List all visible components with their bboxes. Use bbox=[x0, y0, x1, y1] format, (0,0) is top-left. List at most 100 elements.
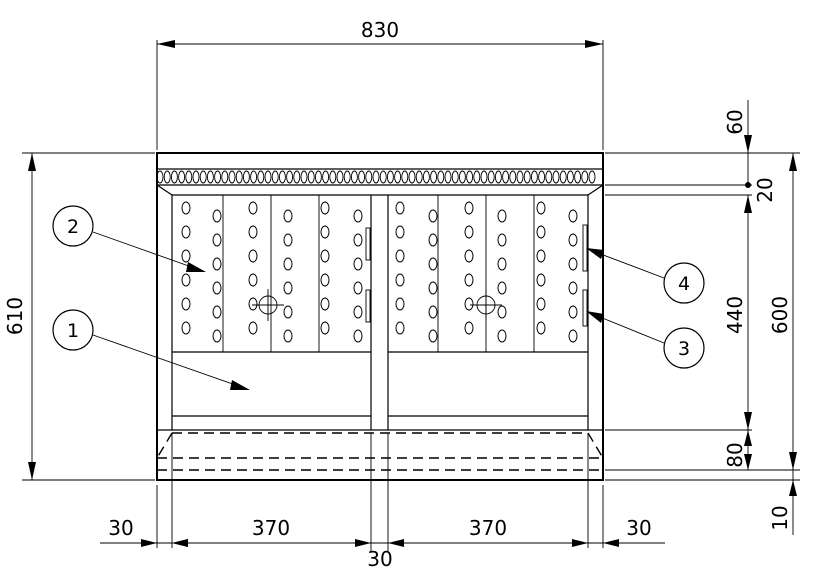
perforation-hole bbox=[395, 297, 405, 311]
rail-scallop bbox=[509, 170, 517, 184]
dim-top-band: 60 bbox=[723, 100, 752, 185]
rail-scallop bbox=[516, 170, 524, 184]
rail-scallop bbox=[372, 170, 380, 184]
rail-scallop bbox=[178, 170, 186, 184]
rail-scallop bbox=[523, 170, 531, 184]
perforation-hole bbox=[181, 321, 191, 335]
rail-scallop bbox=[415, 170, 423, 184]
perforation-hole bbox=[395, 273, 405, 287]
perforation-hole bbox=[248, 321, 258, 335]
callout-label-3: 3 bbox=[678, 338, 690, 360]
rail-scallop bbox=[379, 170, 387, 184]
perforation-hole bbox=[212, 233, 222, 247]
rail-scallop bbox=[214, 170, 222, 184]
callout-label-2: 2 bbox=[67, 216, 79, 238]
callout-label-4: 4 bbox=[678, 273, 690, 295]
rail-scallop bbox=[358, 170, 366, 184]
perforation-hole bbox=[464, 273, 474, 287]
perforation-hole bbox=[464, 321, 474, 335]
perforation-hole bbox=[212, 281, 222, 295]
perforation-hole bbox=[248, 249, 258, 263]
perforation-hole bbox=[536, 201, 546, 215]
perforation-hole bbox=[568, 281, 578, 295]
dim-bottom-gap: 10 bbox=[768, 470, 797, 535]
dim-overall-width: 830 bbox=[156, 18, 604, 150]
rail-scallop bbox=[494, 170, 502, 184]
perforation-hole bbox=[181, 273, 191, 287]
perforation-holes bbox=[181, 201, 578, 343]
perforation-hole bbox=[181, 297, 191, 311]
rail-scallop bbox=[206, 170, 214, 184]
perforation-hole bbox=[320, 321, 330, 335]
rail-scallop bbox=[228, 170, 236, 184]
perforation-hole bbox=[283, 257, 293, 271]
perforation-hole bbox=[536, 321, 546, 335]
perforation-hole bbox=[568, 305, 578, 319]
perforation-hole bbox=[536, 297, 546, 311]
dim-label-center-post: 30 bbox=[367, 547, 392, 571]
handle-slots bbox=[365, 224, 588, 327]
perforation-hole bbox=[428, 209, 438, 223]
dim-label-600: 600 bbox=[768, 296, 792, 334]
rail-scallop bbox=[458, 170, 466, 184]
perforation-hole bbox=[320, 249, 330, 263]
rail-scallop bbox=[538, 170, 546, 184]
rail-scallop bbox=[185, 170, 193, 184]
rail-scallop bbox=[343, 170, 351, 184]
rail-scallop bbox=[250, 170, 258, 184]
perforation-hole bbox=[568, 209, 578, 223]
callout-1: 1 bbox=[52, 309, 250, 390]
perforation-hole bbox=[395, 225, 405, 239]
rail-scallop bbox=[552, 170, 560, 184]
rail-scallop bbox=[314, 170, 322, 184]
dim-base-height: 80 bbox=[723, 430, 752, 470]
rail-scallop bbox=[480, 170, 488, 184]
rail-scallop bbox=[170, 170, 178, 184]
perforation-hole bbox=[568, 233, 578, 247]
shelf-dividers bbox=[222, 195, 535, 352]
rail-scallop bbox=[336, 170, 344, 184]
rail-scallop bbox=[156, 170, 164, 184]
perforation-hole bbox=[353, 305, 363, 319]
rail-scallop bbox=[430, 170, 438, 184]
perforation-hole bbox=[428, 281, 438, 295]
callout-label-1: 1 bbox=[67, 320, 79, 342]
rail-scallop bbox=[451, 170, 459, 184]
dim-inner-height: 440 bbox=[723, 195, 752, 430]
dim-label-60: 60 bbox=[723, 109, 747, 134]
rail-scallop bbox=[221, 170, 229, 184]
rail-scallop bbox=[408, 170, 416, 184]
center-mark-right bbox=[470, 289, 502, 321]
rail-scallop bbox=[163, 170, 171, 184]
rail-scallop bbox=[545, 170, 553, 184]
rail-scallop bbox=[581, 170, 589, 184]
perforation-hole bbox=[497, 233, 507, 247]
perforation-hole bbox=[497, 329, 507, 343]
dim-label-440: 440 bbox=[723, 296, 747, 334]
perforation-hole bbox=[283, 329, 293, 343]
rail-scallop bbox=[242, 170, 250, 184]
perforation-hole bbox=[428, 257, 438, 271]
rail-scallop bbox=[559, 170, 567, 184]
top-rail-scallops bbox=[156, 170, 596, 184]
perforation-hole bbox=[353, 233, 363, 247]
rail-scallop bbox=[437, 170, 445, 184]
perforation-hole bbox=[248, 297, 258, 311]
rail-scallop bbox=[192, 170, 200, 184]
perforation-hole bbox=[395, 201, 405, 215]
base-dashed bbox=[156, 432, 604, 471]
rail-scallop bbox=[502, 170, 510, 184]
perforation-hole bbox=[283, 305, 293, 319]
perforation-hole bbox=[568, 257, 578, 271]
callout-3: 3 bbox=[586, 311, 705, 369]
rail-scallop bbox=[473, 170, 481, 184]
rail-scallop bbox=[293, 170, 301, 184]
perforation-hole bbox=[320, 297, 330, 311]
rail-scallop bbox=[422, 170, 430, 184]
perforation-hole bbox=[395, 249, 405, 263]
rail-scallop bbox=[466, 170, 474, 184]
perforation-hole bbox=[428, 305, 438, 319]
rail-scallop bbox=[487, 170, 495, 184]
perforation-hole bbox=[353, 257, 363, 271]
dim-cabinet-height: 600 bbox=[768, 153, 797, 470]
